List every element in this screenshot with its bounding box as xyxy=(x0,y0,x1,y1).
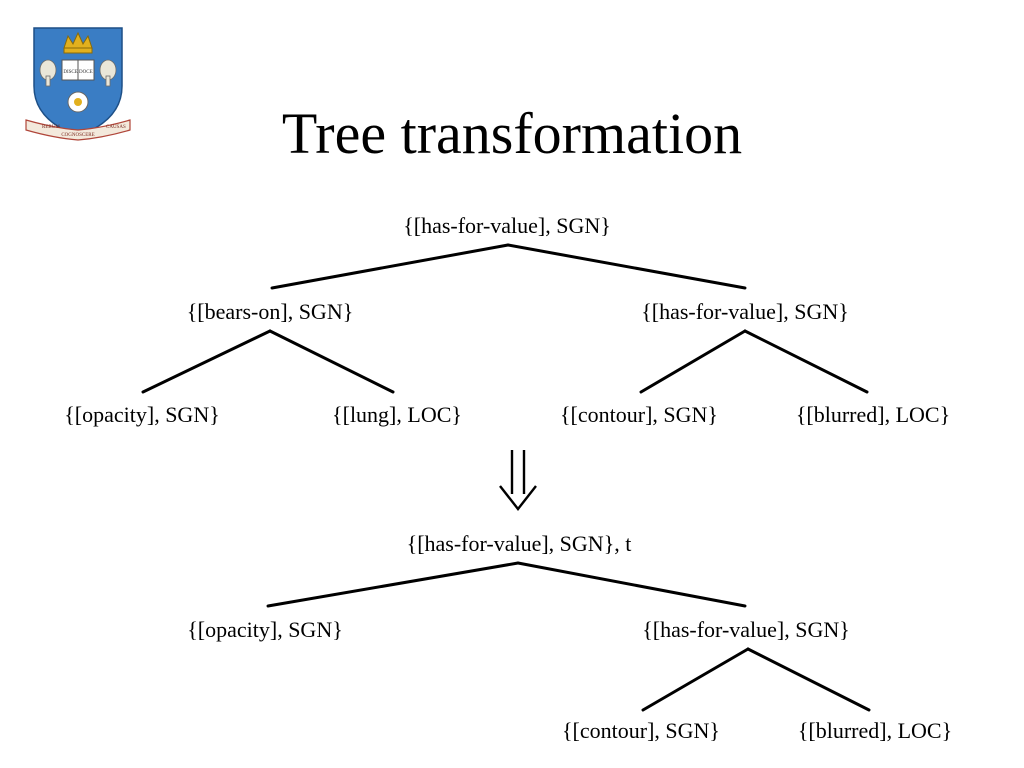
top-tree-leaf-3: {[contour], SGN} xyxy=(560,402,718,427)
book-text: DISCE DOCE xyxy=(63,70,92,75)
edge-top-right-leaf3 xyxy=(639,329,747,394)
bottom-tree-right-child: {[has-for-value], SGN} xyxy=(642,617,850,642)
motto-left: RERUM xyxy=(42,125,60,130)
top-tree-left-child: {[bears-on], SGN} xyxy=(186,299,354,324)
edge-top-left-leaf2 xyxy=(268,329,395,394)
motto-right: CAUSAS xyxy=(106,125,126,130)
top-tree-root: {[has-for-value], SGN} xyxy=(403,213,611,238)
edge-bottom-root-right xyxy=(516,561,747,608)
bottom-tree-leaf-2: {[blurred], LOC} xyxy=(797,718,953,743)
bottom-tree-leaf-1: {[contour], SGN} xyxy=(562,718,720,743)
university-crest-icon: DISCE DOCE RERUM COGNOSCERE CAUSAS xyxy=(25,27,131,141)
motto-center: COGNOSCERE xyxy=(61,133,94,138)
edge-top-root-left xyxy=(270,243,510,290)
slide-title: Tree transformation xyxy=(281,101,743,166)
edge-top-root-right xyxy=(506,243,747,290)
bottom-tree-left-child: {[opacity], SGN} xyxy=(187,617,343,642)
edge-bottom-right-leaf1 xyxy=(641,647,750,712)
edge-bottom-right-leaf2 xyxy=(746,647,871,712)
top-tree-right-child: {[has-for-value], SGN} xyxy=(641,299,849,324)
edge-top-left-leaf1 xyxy=(141,329,272,394)
bottom-tree-root: {[has-for-value], SGN}, t xyxy=(406,531,632,556)
top-tree-leaf-2: {[lung], LOC} xyxy=(332,402,462,427)
edge-bottom-root-left xyxy=(266,561,520,608)
double-down-arrow-icon xyxy=(499,450,537,511)
top-tree-leaf-4: {[blurred], LOC} xyxy=(795,402,951,427)
top-tree-leaf-1: {[opacity], SGN} xyxy=(64,402,220,427)
edge-top-right-leaf4 xyxy=(743,329,869,394)
